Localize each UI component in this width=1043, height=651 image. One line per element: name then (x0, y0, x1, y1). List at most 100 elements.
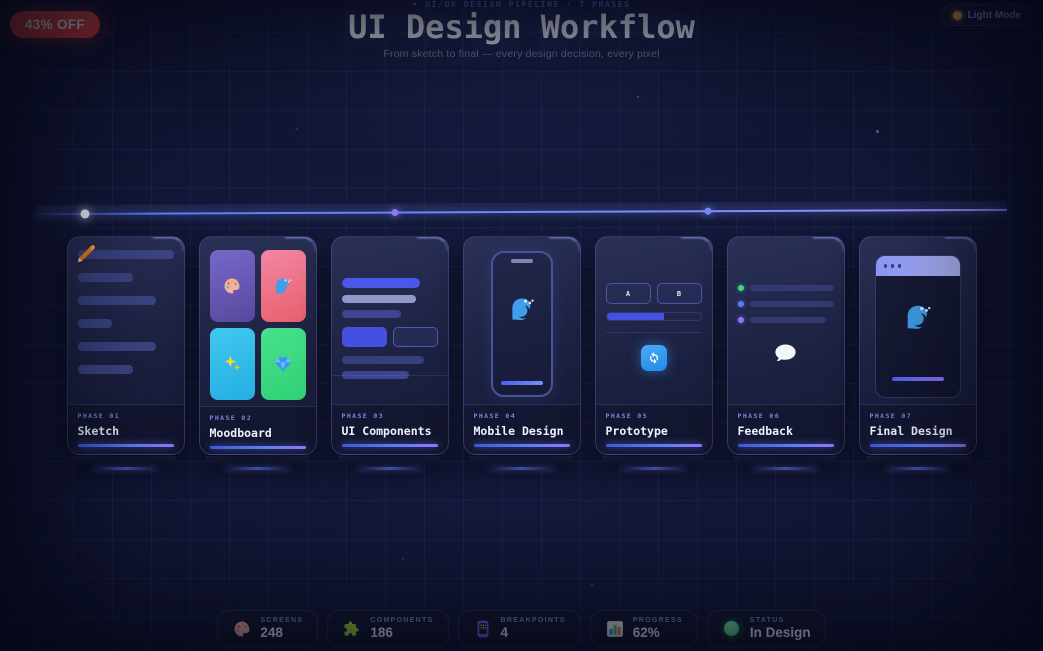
corner-glow (152, 237, 184, 251)
card-base (205, 456, 310, 465)
phase-column-ui-components: PHASE 03 UI Components (330, 236, 449, 470)
phase-card-ui-components[interactable]: PHASE 03 UI Components (330, 236, 449, 455)
phase-card-feedback[interactable]: PHASE 06 Feedback (726, 236, 845, 455)
phase-title: UI Components (341, 423, 432, 438)
phase-progress-line (473, 443, 570, 447)
star-dot (876, 130, 879, 133)
card-base (469, 456, 574, 465)
phase-progress-line (77, 443, 174, 447)
stat-breakpoints: BREAKPOINTS 4 (457, 610, 581, 647)
page-subtitle: From sketch to final — every design deci… (383, 48, 660, 61)
window-dot-icon (897, 264, 901, 268)
moodboard-mockup (200, 237, 316, 406)
feedback-bar (749, 301, 834, 307)
component-bar (341, 356, 425, 364)
wireframe-bar (77, 296, 157, 305)
feedback-bar (749, 317, 827, 323)
theme-toggle-label: Light Mode (967, 9, 1021, 21)
phone-progress-bar (500, 381, 543, 385)
corner-glow (416, 237, 448, 251)
phase-title: Prototype (605, 423, 668, 438)
card-base-glow (225, 467, 290, 470)
phase-column-moodboard: PHASE 02 Moodboard (198, 236, 317, 470)
star-dot (637, 96, 639, 98)
corner-glow (944, 237, 976, 251)
card-base (865, 456, 970, 465)
component-button-primary (341, 327, 387, 347)
pipeline-eyebrow: • UI/UX DESIGN PIPELINE · 7 PHASES (412, 0, 631, 9)
phase-card-moodboard[interactable]: PHASE 02 Moodboard (198, 236, 317, 455)
phase-card-sketch[interactable]: PHASE 01 Sketch (66, 236, 185, 455)
card-base-glow (489, 467, 554, 470)
sketch-mockup (68, 237, 184, 404)
sun-icon (952, 10, 962, 20)
page-title: UI Design Workflow (348, 8, 695, 46)
moodboard-tile (209, 328, 255, 400)
status-dot-icon (737, 285, 744, 291)
prototype-progress-fill (606, 313, 664, 320)
phase-card-prototype[interactable]: A B PHASE 05 Prototype (594, 236, 713, 455)
phase-label: PHASE 03 (341, 412, 385, 420)
status-dot-icon (737, 317, 744, 323)
phase-column-feedback: PHASE 06 Feedback (726, 236, 845, 470)
corner-glow (680, 237, 712, 251)
card-base (73, 456, 178, 465)
card-footer: PHASE 07 Final Design (859, 404, 976, 454)
card-footer: PHASE 05 Prototype (595, 404, 712, 454)
stat-label: COMPONENTS (370, 617, 434, 624)
component-bar (341, 371, 409, 379)
stat-value: In Design (749, 625, 811, 640)
phase-label: PHASE 05 (605, 412, 649, 420)
card-base-glow (621, 467, 686, 470)
wave-icon (907, 305, 930, 329)
feedback-item (737, 317, 834, 323)
card-footer: PHASE 06 Feedback (727, 404, 844, 454)
pencil-icon (77, 245, 95, 262)
card-base-glow (357, 467, 422, 470)
card-footer: PHASE 03 UI Components (331, 404, 448, 454)
phase-progress-line (869, 443, 966, 447)
wave-icon (511, 298, 534, 321)
palette-icon (234, 621, 250, 636)
card-footer: PHASE 01 Sketch (67, 404, 184, 454)
phase-column-mobile-design: PHASE 04 Mobile Design (462, 236, 581, 470)
theme-toggle-button[interactable]: Light Mode (940, 4, 1033, 26)
status-dot-icon (724, 621, 740, 636)
phase-column-sketch: PHASE 01 Sketch (66, 236, 185, 470)
browser-mockup (860, 237, 976, 404)
wireframe-bar (77, 273, 134, 282)
card-footer: PHASE 04 Mobile Design (463, 404, 580, 454)
phase-card-final-design[interactable]: PHASE 07 Final Design (858, 236, 977, 455)
window-dot-icon (890, 264, 894, 268)
palette-icon (224, 278, 240, 294)
feedback-mockup (728, 237, 844, 404)
card-base (733, 456, 838, 465)
phase-card-mobile-design[interactable]: PHASE 04 Mobile Design (462, 236, 581, 455)
speech-bubble-icon (775, 344, 796, 362)
card-base (337, 456, 442, 465)
phone-mockup (464, 237, 580, 404)
phone-icon (477, 620, 488, 637)
stat-value: 62% (632, 625, 660, 640)
phase-title: Mobile Design (473, 423, 564, 438)
window-dot-icon (883, 264, 887, 268)
stat-label: PROGRESS (632, 617, 683, 624)
phase-label: PHASE 02 (209, 414, 253, 422)
phase-title: Feedback (737, 423, 793, 438)
sparkles-icon (224, 355, 241, 371)
gem-icon (274, 357, 292, 372)
phase-title: Final Design (869, 423, 953, 438)
phase-column-final-design: PHASE 07 Final Design (858, 236, 977, 470)
phase-label: PHASE 07 (869, 412, 913, 420)
status-dot-icon (737, 301, 744, 307)
bar-chart-icon (606, 620, 623, 637)
divider (605, 332, 702, 333)
phase-progress-line (341, 443, 438, 447)
phase-title: Sketch (77, 423, 120, 438)
component-bar (341, 295, 417, 303)
feedback-item (737, 301, 834, 307)
variant-a-button: A (605, 283, 651, 304)
stat-progress: PROGRESS 62% (589, 610, 698, 647)
variant-b-button: B (656, 283, 702, 304)
